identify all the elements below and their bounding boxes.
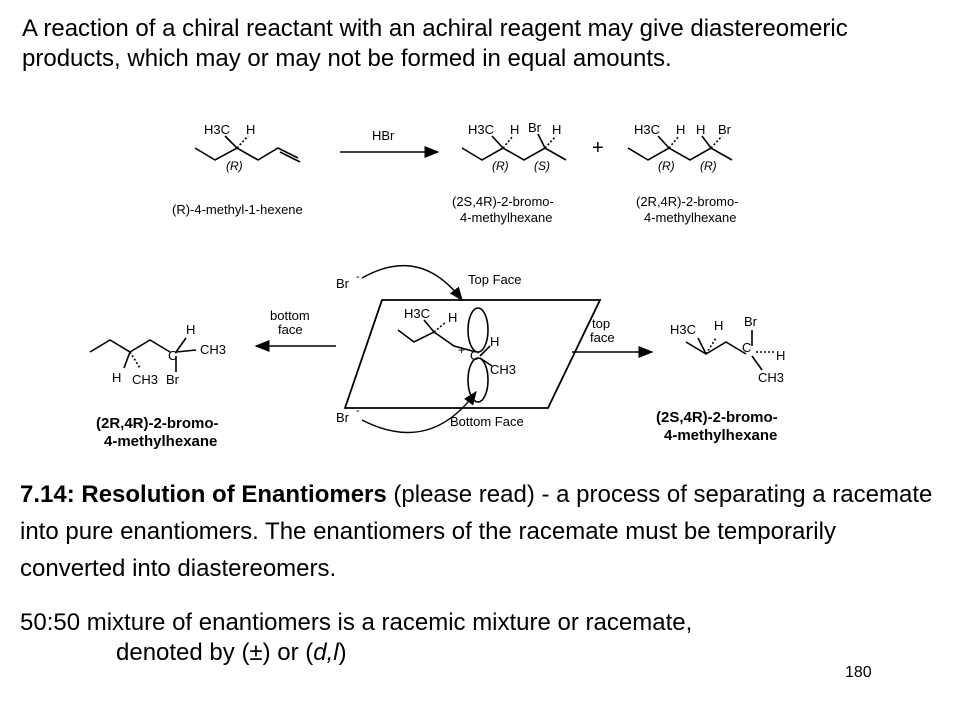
bottom-face-label: Bottom Face: [450, 414, 524, 429]
cation-plus: +: [458, 343, 465, 357]
br-top: Br: [336, 276, 350, 291]
bottom-face-arrow-line2: face: [278, 322, 303, 337]
right-product-h: H: [714, 318, 723, 333]
product2-stereo-r1: (R): [658, 159, 675, 173]
racemic-line2-italic: d,l: [313, 639, 339, 666]
top-face-label: Top Face: [468, 272, 521, 287]
left-product-structure: [89, 337, 197, 372]
product1-h2: H: [552, 122, 561, 137]
bottom-face-arrow-line1: bottom: [270, 308, 310, 323]
reactant-structure: [194, 135, 301, 163]
section-heading-text: (please read) - a process of separating …: [20, 481, 933, 582]
product1-structure: [461, 133, 567, 161]
bottom-attack-arrow: [361, 390, 477, 434]
carbocation-structure: [397, 307, 493, 403]
product1-br: Br: [528, 120, 542, 135]
right-product-name-line1: (2S,4R)-2-bromo-: [656, 409, 778, 426]
product1-h3c: H3C: [468, 122, 494, 137]
reaction-scheme: H3C H (R) (R)-4-methyl-1-hexene HBr H3C …: [89, 120, 785, 450]
cation-ch3: CH3: [490, 362, 516, 377]
product2-stereo-r2: (R): [700, 159, 717, 173]
reactant-name: (R)-4-methyl-1-hexene: [172, 202, 303, 217]
product1-name-line1: (2S,4R)-2-bromo-: [452, 194, 554, 209]
br-top-charge: -: [356, 271, 360, 283]
product2-h3c: H3C: [634, 122, 660, 137]
product2-br: Br: [718, 122, 732, 137]
right-product-h3c: H3C: [670, 322, 696, 337]
product2-name-line2: 4-methylhexane: [644, 210, 737, 225]
cation-c: C: [470, 348, 479, 363]
product2-structure: [627, 135, 733, 161]
right-product-c: C: [742, 340, 751, 355]
left-product-c: C: [168, 348, 177, 363]
product2-h2: H: [696, 122, 705, 137]
left-product-h: H: [112, 370, 121, 385]
plus-sign: +: [592, 137, 604, 159]
product1-h: H: [510, 122, 519, 137]
right-product-h2: H: [776, 348, 785, 363]
racemic-line1: 50:50 mixture of enantiomers is a racemi…: [20, 609, 693, 636]
left-product-ch3: CH3: [200, 342, 226, 357]
top-attack-arrow: [361, 265, 463, 302]
product1-stereo-r: (R): [492, 159, 509, 173]
top-face-arrow-line2: face: [590, 330, 615, 345]
left-product-name-line2: 4-methylhexane: [104, 433, 217, 450]
reactant-h3c: H3C: [204, 122, 230, 137]
racemic-line2: denoted by (±) or (d,l): [20, 638, 940, 668]
reactant-stereo-label: (R): [226, 159, 243, 173]
right-product-name-line2: 4-methylhexane: [664, 427, 777, 444]
left-product-ch3-2: CH3: [132, 372, 158, 387]
br-bottom-charge: -: [356, 405, 360, 417]
right-product-ch3: CH3: [758, 370, 784, 385]
intro-paragraph: A reaction of a chiral reactant with an …: [22, 15, 848, 72]
right-product-structure: [685, 330, 774, 371]
br-bottom: Br: [336, 410, 350, 425]
racemic-line2-suffix: ): [338, 639, 347, 666]
product1-stereo-s: (S): [534, 159, 550, 173]
left-product-br: Br: [166, 372, 180, 387]
product1-name-line2: 4-methylhexane: [460, 210, 553, 225]
left-product-h-top: H: [186, 322, 195, 337]
carbocation-plane: [343, 299, 602, 409]
cation-h: H: [448, 310, 457, 325]
product2-h: H: [676, 122, 685, 137]
reagent-label: HBr: [372, 128, 395, 143]
racemic-line2-prefix: denoted by (±) or (: [116, 639, 314, 666]
section-heading-paragraph: 7.14: Resolution of Enantiomers (please …: [20, 476, 940, 587]
product2-name-line1: (2R,4R)-2-bromo-: [636, 194, 739, 209]
top-face-arrow-line1: top: [592, 316, 610, 331]
racemic-paragraph: 50:50 mixture of enantiomers is a racemi…: [20, 608, 940, 668]
page-number: 180: [845, 664, 872, 681]
left-product-name-line1: (2R,4R)-2-bromo-: [96, 415, 219, 432]
cation-h3c: H3C: [404, 306, 430, 321]
reactant-h: H: [246, 122, 255, 137]
right-product-br: Br: [744, 314, 758, 329]
section-heading-bold: 7.14: Resolution of Enantiomers: [20, 481, 387, 508]
cation-h2: H: [490, 334, 499, 349]
